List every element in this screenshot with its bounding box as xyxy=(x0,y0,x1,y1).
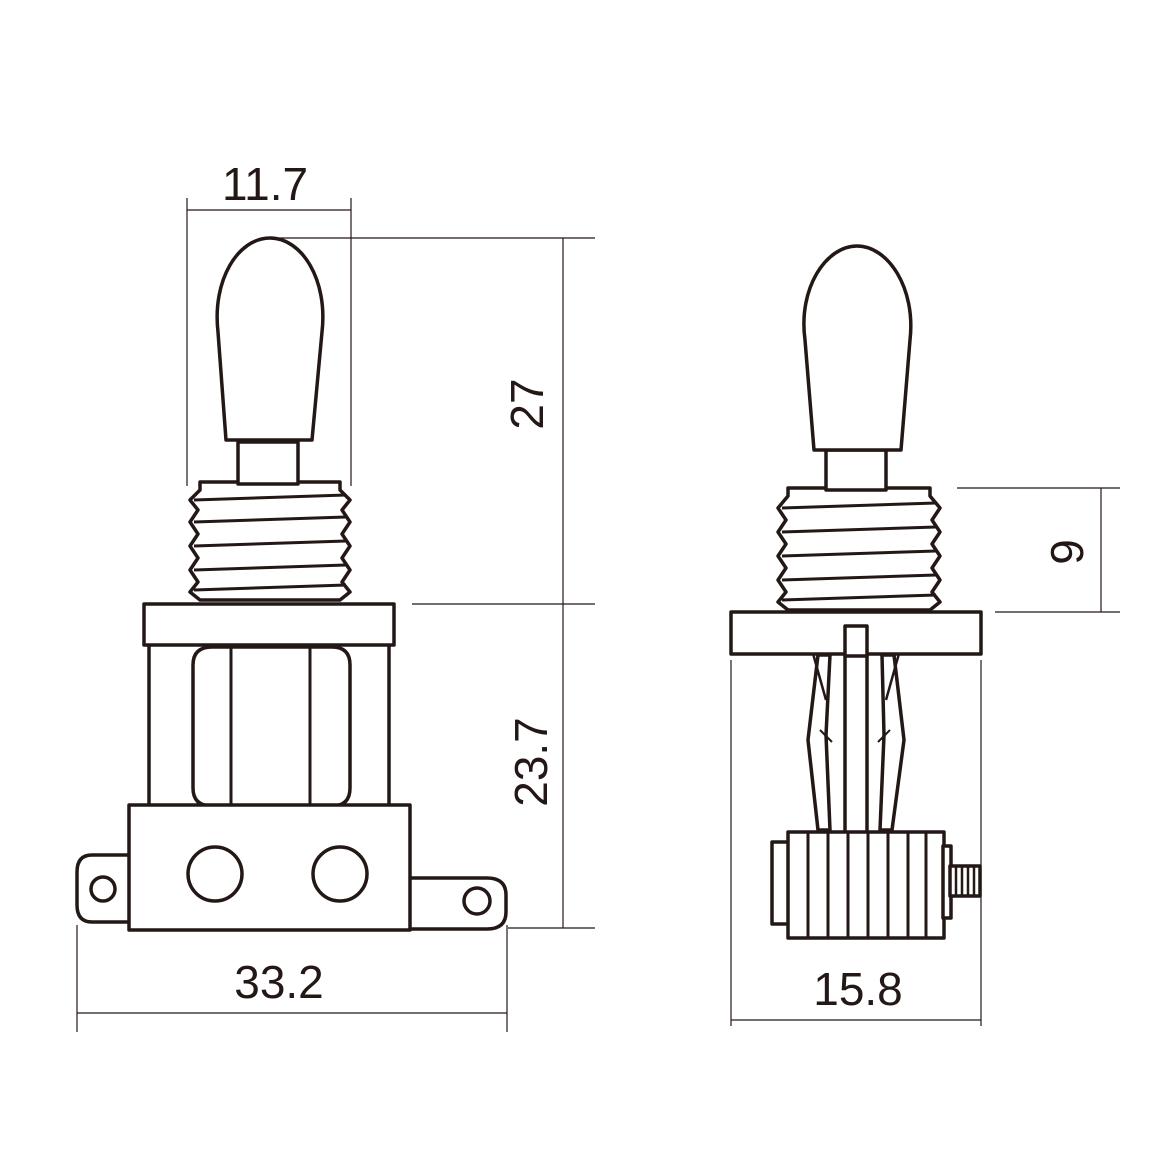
front-dimension-lines xyxy=(76,198,595,1032)
tip-knob xyxy=(215,236,325,442)
center-blade-top xyxy=(843,624,869,658)
dim-label-upper-height: 27 xyxy=(501,378,553,429)
terminal-hole-right xyxy=(311,845,369,903)
mounting-tab-right xyxy=(406,876,508,931)
threaded-bushing xyxy=(188,480,352,602)
lever-shaft xyxy=(236,440,300,486)
side-dimension-lines xyxy=(730,487,1120,1026)
dim-label-base-width: 33.2 xyxy=(234,956,324,1008)
flange-plate xyxy=(142,602,396,647)
dim-label-lower-height: 23.7 xyxy=(505,717,557,807)
mounting-tab-left xyxy=(75,853,132,924)
dim-label-thread-height: 9 xyxy=(1041,539,1093,565)
mounting-hole-right xyxy=(462,886,492,916)
terminal-hole-left xyxy=(186,845,244,903)
terminal-screw xyxy=(948,864,982,898)
side-threaded-bushing xyxy=(776,486,942,612)
contact-wafers xyxy=(786,830,946,940)
side-lever-shaft xyxy=(824,448,888,492)
lever-housing xyxy=(191,645,352,808)
front-view: 11.7 27 23.7 33.2 xyxy=(75,158,595,1032)
dim-label-body-width: 15.8 xyxy=(813,963,903,1015)
side-tip-knob xyxy=(802,244,913,452)
center-blade xyxy=(843,624,869,840)
frame-rails xyxy=(147,644,391,808)
mounting-hole-left xyxy=(89,875,117,903)
contact-stack xyxy=(770,830,982,940)
dim-label-tip-width: 11.7 xyxy=(222,158,308,210)
side-view: 9 15.8 xyxy=(729,244,1120,1026)
